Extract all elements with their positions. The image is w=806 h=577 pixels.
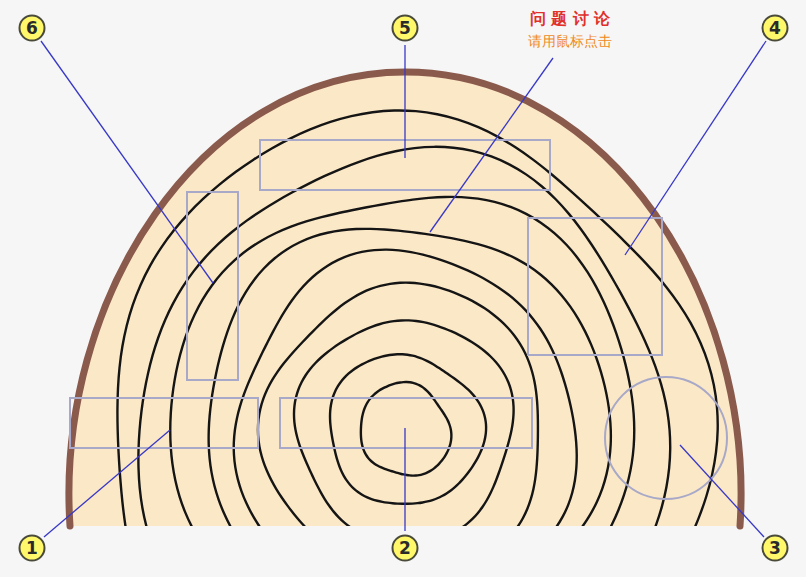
board-outline [528, 218, 662, 355]
callout-number: 6 [18, 14, 46, 42]
growth-ring [361, 382, 452, 476]
leader-line [430, 58, 553, 232]
callout-number: 5 [391, 14, 419, 42]
callout-number: 2 [391, 534, 419, 562]
leader-line [41, 41, 213, 283]
growth-ring [258, 283, 538, 571]
callout-text: 4 [761, 14, 789, 42]
callout-text: 3 [761, 534, 789, 562]
board-outline [70, 398, 258, 448]
growth-ring [330, 354, 486, 504]
board-outlines [70, 140, 727, 499]
prompt-text: 请用鼠标点击 [528, 33, 612, 51]
growth-ring [138, 147, 670, 577]
leader-line [625, 41, 766, 255]
leader-line [680, 445, 764, 537]
growth-ring [170, 197, 634, 577]
growth-ring [294, 320, 514, 542]
growth-ring [209, 229, 611, 577]
board-outline [605, 377, 727, 499]
callout-number: 1 [18, 534, 46, 562]
callout-text: 1 [18, 534, 46, 562]
callout-number: 4 [761, 14, 789, 42]
callout-number: 3 [761, 534, 789, 562]
callout-text: 6 [18, 14, 46, 42]
leader-line [404, 45, 405, 158]
leader-lines [41, 41, 766, 537]
board-outline [280, 398, 532, 448]
callout-text: 2 [391, 534, 419, 562]
board-outline [187, 192, 238, 380]
leader-line [404, 428, 405, 531]
growth-ring [234, 250, 577, 577]
leader-line [44, 430, 170, 537]
callout-text: 5 [391, 14, 419, 42]
prompt-text: 问 题 讨 论 [530, 9, 611, 30]
